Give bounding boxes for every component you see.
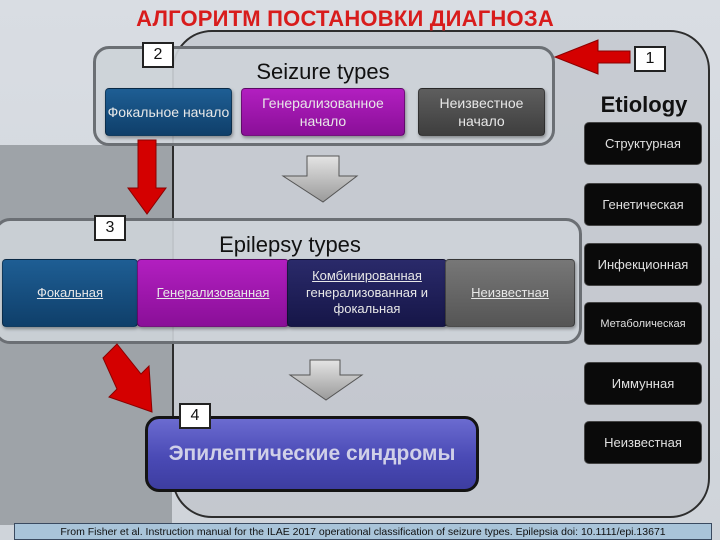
focal-epilepsy-link[interactable]: Фокальная: [36, 284, 104, 300]
step-number-3: 3: [94, 215, 126, 241]
unknown-epilepsy-box[interactable]: Неизвестная: [445, 259, 575, 327]
source-footer: From Fisher et al. Instruction manual fo…: [14, 523, 712, 540]
combined-epilepsy-link[interactable]: Комбинированная: [312, 267, 422, 283]
step-number-2: 2: [142, 42, 174, 68]
etiology-genetic: Генетическая: [584, 183, 702, 226]
diagram-title: АЛГОРИТМ ПОСТАНОВКИ ДИАГНОЗА: [136, 6, 554, 31]
red-arrow-etiology-to-seizure: [553, 39, 631, 75]
generalized-epilepsy-link[interactable]: Генерализованная: [156, 284, 270, 300]
etiology-immune: Иммунная: [584, 362, 702, 405]
step-number-4: 4: [179, 403, 211, 429]
grey-arrow-down-2: [288, 359, 364, 401]
focal-onset-box: Фокальное начало: [105, 88, 232, 136]
red-arrow-epilepsy-to-syndromes: [102, 343, 153, 413]
unknown-onset-box: Неизвестное начало: [418, 88, 545, 136]
etiology-unknown: Неизвестная: [584, 421, 702, 464]
combined-epilepsy-box[interactable]: Комбинированная генерализованная и фокал…: [287, 259, 447, 327]
combined-epilepsy-detail: генерализованная и фокальная: [306, 284, 428, 317]
etiology-metabolic: Метаболическая: [584, 302, 702, 345]
epileptic-syndromes-box: Эпилептические синдромы: [145, 416, 479, 492]
etiology-infectious: Инфекционная: [584, 243, 702, 286]
generalized-epilepsy-box[interactable]: Генерализованная: [137, 259, 289, 327]
focal-epilepsy-box[interactable]: Фокальная: [2, 259, 138, 327]
seizure-types-title: Seizure types: [256, 59, 390, 84]
epilepsy-types-title: Epilepsy types: [219, 232, 361, 257]
grey-arrow-down-1: [281, 155, 359, 203]
step-number-1: 1: [634, 46, 666, 72]
generalized-onset-box: Генерализованное начало: [241, 88, 405, 136]
etiology-structural: Структурная: [584, 122, 702, 165]
unknown-epilepsy-link[interactable]: Неизвестная: [471, 284, 549, 300]
red-arrow-seizure-to-epilepsy: [127, 139, 167, 215]
etiology-title: Etiology: [600, 92, 688, 117]
